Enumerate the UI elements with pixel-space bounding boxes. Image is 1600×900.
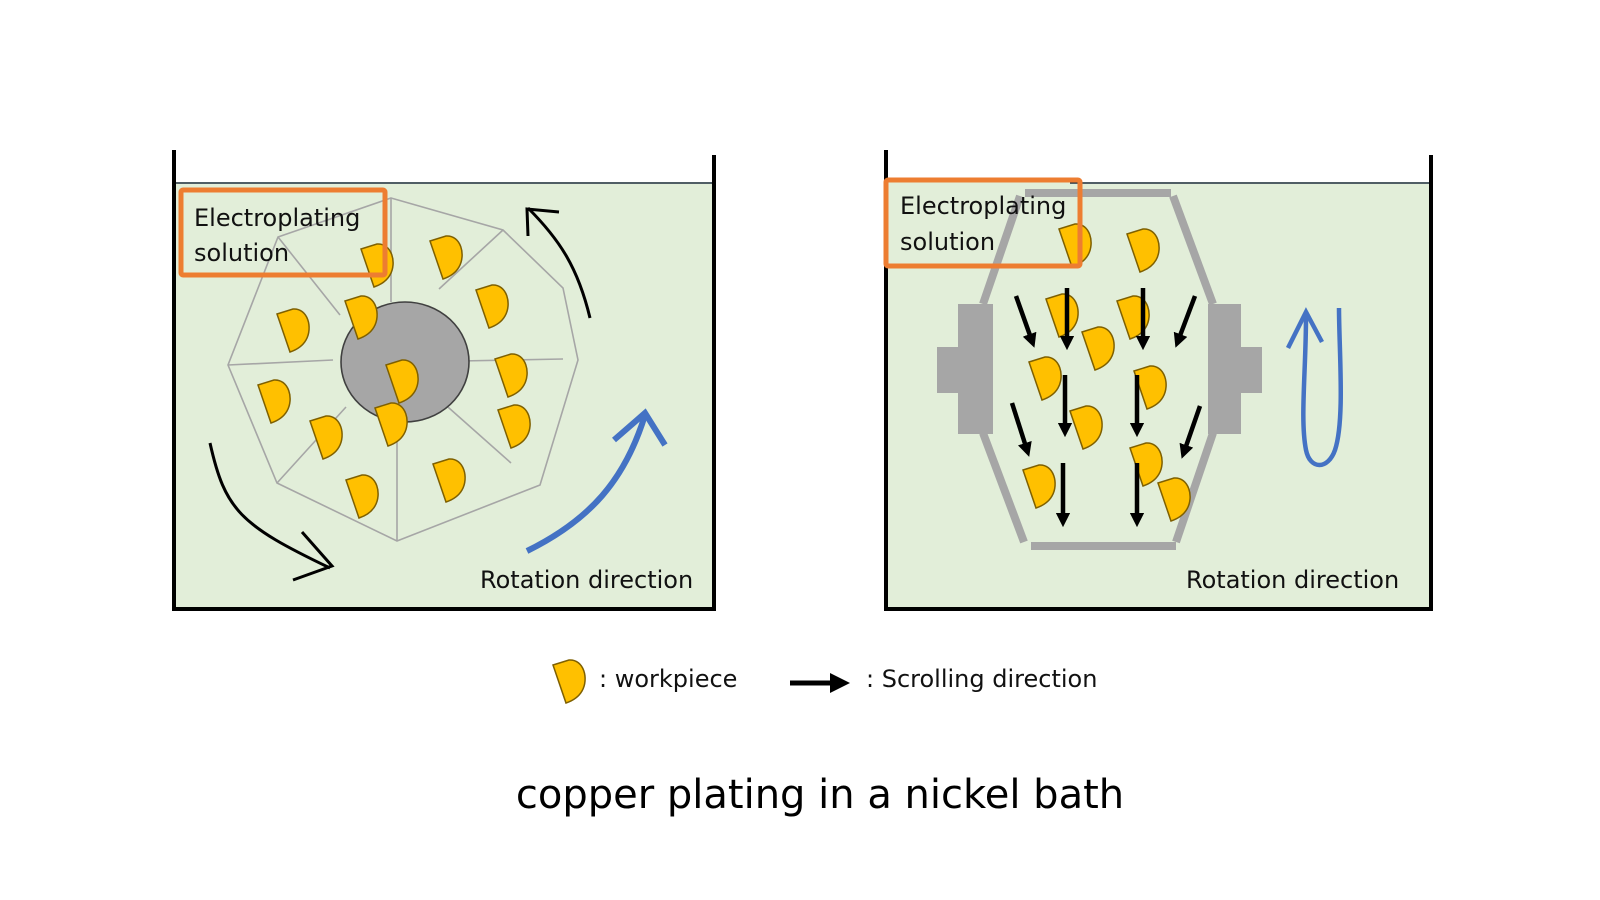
right-blue-rotation-arrow (1301, 307, 1344, 468)
legend-scroll-label: : Scrolling direction (866, 665, 1097, 693)
left-blue-arrowhead-icon (612, 408, 668, 447)
right-tank-wall (884, 150, 1433, 611)
right-blue-arrowhead-icon (1285, 307, 1324, 350)
left-tank: Electroplating solution Rotation directi… (172, 150, 716, 611)
right-solution-label-line2: solution (900, 228, 995, 256)
right-solution-label-line1: Electroplating (900, 192, 1066, 220)
left-solution-label-box (178, 187, 388, 278)
right-drum-side-right (1208, 304, 1262, 434)
right-drum (979, 189, 1217, 550)
left-lower-rotation-arrow (208, 442, 331, 570)
left-blue-rotation-arrow (525, 414, 648, 554)
left-rotation-label: Rotation direction (480, 566, 693, 594)
legend-workpiece-icon (552, 659, 586, 704)
left-lower-arrowhead-icon (292, 531, 335, 582)
right-solution-label-box (883, 177, 1083, 269)
left-tank-wall (172, 150, 716, 611)
right-rotation-label: Rotation direction (1186, 566, 1399, 594)
scroll-arrow-icon (1179, 405, 1203, 459)
diagram-title: copper plating in a nickel bath (515, 772, 1125, 818)
left-upper-rotation-arrow (526, 206, 592, 319)
left-solution-label-line1: Electroplating (194, 204, 360, 232)
legend-workpiece-label: : workpiece (599, 665, 737, 693)
scroll-arrow-icon (1173, 295, 1198, 348)
legend: : workpiece : Scrolling direction (552, 659, 1097, 704)
scroll-arrow-icon (1009, 402, 1032, 457)
legend-scroll-arrowhead-icon (830, 673, 850, 693)
left-upper-arrowhead-icon (525, 207, 560, 237)
scroll-arrow-icon (1013, 295, 1037, 348)
right-scroll-arrows (1009, 288, 1203, 528)
right-tank: Electroplating solution Rotation directi… (883, 150, 1433, 611)
left-solution-label-line2: solution (194, 239, 289, 267)
right-drum-side-left (937, 304, 993, 434)
